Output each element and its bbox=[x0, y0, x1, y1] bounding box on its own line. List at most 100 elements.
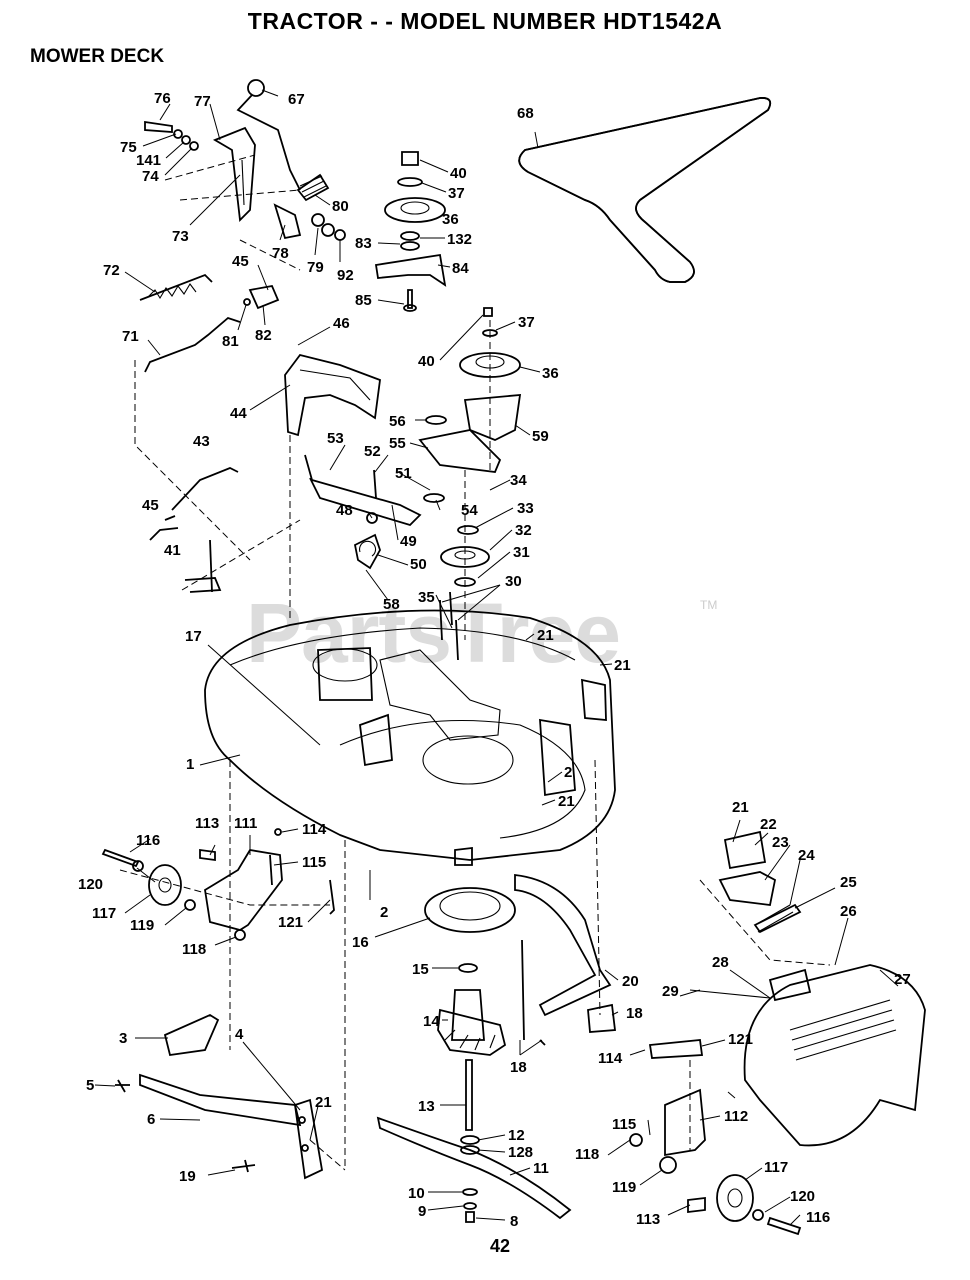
left-gauge-wheel-assembly bbox=[101, 828, 335, 941]
callout-18a: 18 bbox=[626, 1005, 643, 1022]
lift-handle-assembly bbox=[144, 79, 346, 271]
callout-40a: 40 bbox=[450, 165, 467, 182]
callout-36b: 36 bbox=[542, 365, 559, 382]
callout-72: 72 bbox=[103, 262, 120, 279]
callout-82: 82 bbox=[255, 327, 272, 344]
callout-132: 132 bbox=[447, 231, 472, 248]
callout-30: 30 bbox=[505, 573, 522, 590]
callout-2b: 2 bbox=[380, 904, 388, 921]
callout-15: 15 bbox=[412, 961, 429, 978]
callout-116b: 116 bbox=[806, 1209, 830, 1226]
discharge-chute-assembly bbox=[629, 830, 926, 1236]
callout-leader-lines bbox=[94, 89, 899, 1226]
callout-81: 81 bbox=[222, 333, 239, 350]
callout-21e: 21 bbox=[732, 799, 749, 816]
watermark-trademark: TM bbox=[700, 598, 718, 612]
callout-111: 111 bbox=[234, 815, 257, 832]
callout-5: 5 bbox=[86, 1077, 94, 1094]
callout-28: 28 bbox=[712, 954, 729, 971]
callout-labels: 67 76 77 75 141 74 73 80 78 79 92 72 45 … bbox=[78, 90, 911, 1230]
callout-119a: 119 bbox=[130, 917, 154, 934]
callout-117a: 117 bbox=[92, 905, 116, 922]
callout-85: 85 bbox=[355, 292, 372, 309]
callout-75: 75 bbox=[120, 139, 137, 156]
callout-20: 20 bbox=[622, 973, 639, 990]
callout-4: 4 bbox=[235, 1026, 244, 1043]
upper-idler-pulley-stack bbox=[374, 151, 447, 312]
callout-45b: 45 bbox=[142, 497, 159, 514]
callout-48: 48 bbox=[336, 502, 353, 519]
callout-113a: 113 bbox=[195, 815, 219, 832]
blade-spindle-stack bbox=[376, 887, 572, 1223]
callout-115a: 115 bbox=[302, 854, 326, 871]
callout-27: 27 bbox=[894, 971, 911, 988]
callout-51: 51 bbox=[395, 465, 412, 482]
callout-37a: 37 bbox=[448, 185, 465, 202]
callout-33: 33 bbox=[517, 500, 534, 517]
watermark-logo: PartsTree bbox=[246, 586, 621, 680]
callout-22: 22 bbox=[760, 816, 777, 833]
callout-73: 73 bbox=[172, 228, 189, 245]
callout-92: 92 bbox=[337, 267, 354, 284]
callout-84: 84 bbox=[452, 260, 469, 277]
callout-121b: 121 bbox=[728, 1031, 753, 1048]
callout-55: 55 bbox=[389, 435, 406, 452]
callout-118b: 118 bbox=[575, 1146, 599, 1163]
callout-53: 53 bbox=[327, 430, 344, 447]
callout-68: 68 bbox=[517, 105, 534, 122]
callout-116a: 116 bbox=[136, 832, 160, 849]
callout-29: 29 bbox=[662, 983, 679, 1000]
callout-58: 58 bbox=[383, 596, 400, 613]
callout-49: 49 bbox=[400, 533, 417, 550]
callout-25: 25 bbox=[840, 874, 857, 891]
callout-120b: 120 bbox=[790, 1188, 815, 1205]
page-number: 42 bbox=[489, 1236, 511, 1256]
callout-36a: 36 bbox=[442, 211, 459, 228]
callout-9: 9 bbox=[418, 1203, 426, 1220]
callout-56: 56 bbox=[389, 413, 406, 430]
callout-12: 12 bbox=[508, 1127, 525, 1144]
callout-37b: 37 bbox=[518, 314, 535, 331]
callout-10: 10 bbox=[408, 1185, 425, 1202]
callout-45a: 45 bbox=[232, 253, 249, 270]
page-title: TRACTOR - - MODEL NUMBER HDT1542A bbox=[247, 8, 723, 34]
callout-117b: 117 bbox=[764, 1159, 788, 1176]
callout-21b: 21 bbox=[614, 657, 631, 674]
callout-13: 13 bbox=[418, 1098, 435, 1115]
callout-83: 83 bbox=[355, 235, 372, 252]
callout-77: 77 bbox=[194, 93, 211, 110]
callout-21a: 21 bbox=[537, 627, 554, 644]
callout-74: 74 bbox=[142, 168, 159, 185]
rear-link-arm bbox=[514, 759, 617, 1046]
callout-46: 46 bbox=[333, 315, 350, 332]
callout-71: 71 bbox=[122, 328, 139, 345]
callout-119b: 119 bbox=[612, 1179, 636, 1196]
callout-43: 43 bbox=[193, 433, 210, 450]
callout-115b: 115 bbox=[612, 1116, 636, 1133]
callout-19: 19 bbox=[179, 1168, 196, 1185]
callout-32: 32 bbox=[515, 522, 532, 539]
callout-23: 23 bbox=[772, 834, 789, 851]
callout-11: 11 bbox=[533, 1160, 549, 1177]
callout-8: 8 bbox=[510, 1213, 518, 1230]
callout-118a: 118 bbox=[182, 941, 206, 958]
callout-67: 67 bbox=[288, 91, 305, 108]
callout-18b: 18 bbox=[510, 1059, 527, 1076]
callout-35: 35 bbox=[418, 589, 435, 606]
callout-31: 31 bbox=[513, 544, 530, 561]
callout-141: 141 bbox=[136, 152, 161, 169]
left-linkage-parts bbox=[134, 273, 301, 593]
callout-41: 41 bbox=[164, 542, 181, 559]
callout-3: 3 bbox=[119, 1030, 127, 1047]
callout-44: 44 bbox=[230, 405, 247, 422]
callout-120a: 120 bbox=[78, 876, 103, 893]
middle-idler-pulley-stack bbox=[418, 307, 522, 661]
callout-21d: 21 bbox=[315, 1094, 332, 1111]
callout-79: 79 bbox=[307, 259, 324, 276]
callout-1: 1 bbox=[186, 756, 194, 773]
callout-50: 50 bbox=[410, 556, 427, 573]
callout-114b: 114 bbox=[598, 1050, 623, 1067]
callout-34: 34 bbox=[510, 472, 527, 489]
callout-2a: 2 bbox=[564, 764, 572, 781]
